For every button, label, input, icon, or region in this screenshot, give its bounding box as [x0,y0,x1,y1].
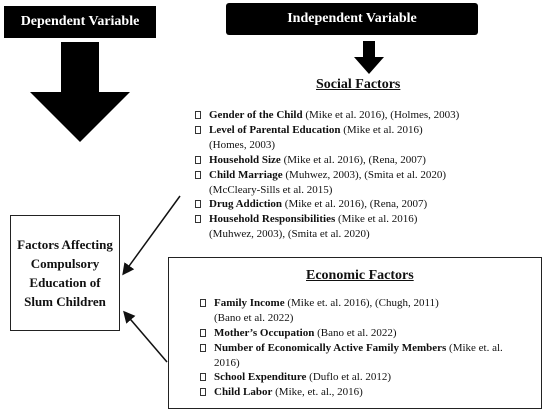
small-down-arrow [354,41,384,74]
bullet-icon [195,171,201,179]
independent-variable-header: Independent Variable [226,3,478,35]
independent-variable-label: Independent Variable [287,11,417,26]
outcome-box: Factors Affecting Compulsory Education o… [10,215,120,331]
bullet-icon [195,111,201,119]
dependent-variable-label: Dependent Variable [20,14,140,29]
factor-refs: (Duflo et al. 2012) [306,371,392,383]
factor-name: School Expenditure [214,371,307,383]
factor-refs: (Mike et al. 2016) [335,213,418,225]
arrow-economic-to-outcome [123,310,168,363]
factor-refs: (Mike et al. 2016), (Rena, 2007) [280,154,426,166]
factor-refs: (Mike et al. 2016), (Holmes, 2003) [302,109,460,121]
factor-refs: (Mike et al. 2016) [340,124,423,136]
factor-name: Child Labor [214,386,273,398]
factor-refs: (Mike, et. al., 2016) [272,386,363,398]
large-down-arrow [30,42,130,142]
factor-refs: (Mike et al. 2016), (Rena, 2007) [282,198,428,210]
factor-name: Family Income [214,297,285,309]
bullet-icon [195,200,201,208]
outcome-text: Factors Affecting Compulsory Education o… [17,237,113,309]
factor-refs-continued: (Homes, 2003) [209,139,275,151]
factor-refs-continued: (McCleary-Sills et al. 2015) [209,184,333,196]
arrow-social-to-outcome [122,195,181,276]
factor-refs-continued: (Muhwez, 2003), (Smita et al. 2020) [209,228,370,240]
dependent-variable-header: Dependent Variable [4,6,156,38]
bullet-icon [200,388,206,396]
factor-refs-continued: (Bano et al. 2022) [214,312,294,324]
bullet-icon [195,126,201,134]
bullet-icon [195,215,201,223]
factor-name: Level of Parental Education [209,124,341,136]
factor-name: Drug Addiction [209,198,283,210]
bullet-icon [195,156,201,164]
bullet-icon [200,329,206,337]
factor-refs: (Mike et. al. 2016), (Chugh, 2011) [284,297,439,309]
factor-refs: (Muhwez, 2003), (Smita et al. 2020) [282,169,447,181]
factor-name: Mother’s Occupation [214,327,315,339]
bullet-icon [200,344,206,352]
social-factors-title: Social Factors [316,77,401,92]
factor-refs-continued: 2016) [214,357,240,369]
factor-name: Household Responsibilities [209,213,336,225]
factor-name: Child Marriage [209,169,283,181]
factor-name: Number of Economically Active Family Mem… [214,342,447,354]
factor-name: Gender of the Child [209,109,303,121]
factor-name: Household Size [209,154,281,166]
bullet-icon [200,299,206,307]
bullet-icon [200,373,206,381]
economic-factors-title: Economic Factors [306,268,414,283]
economic-factors-box [168,257,542,409]
factor-refs: (Mike et. al. [446,342,503,354]
factor-refs: (Bano et al. 2022) [314,327,397,339]
